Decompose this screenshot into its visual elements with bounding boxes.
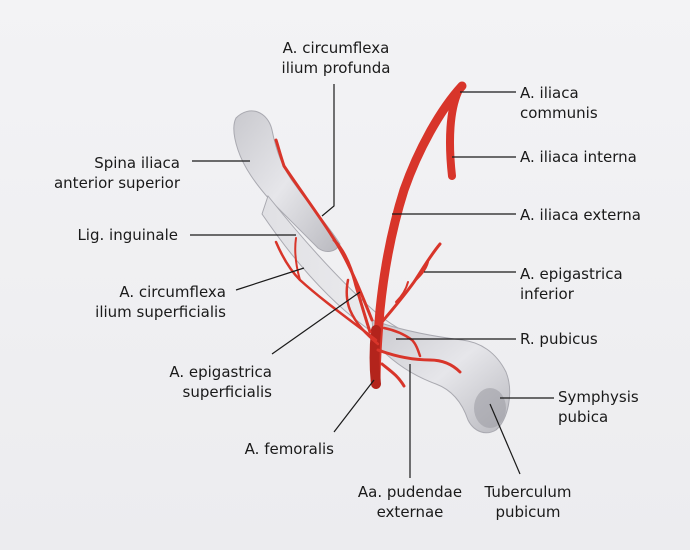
- label-aa-pudendae-externae: Aa. pudendae externae: [336, 482, 484, 522]
- label-line: Tuberculum: [484, 483, 572, 501]
- label-line: A. circumflexa: [282, 39, 390, 57]
- label-line: Symphysis: [558, 388, 639, 406]
- label-a-iliaca-interna: A. iliaca interna: [520, 147, 680, 167]
- label-line: ilium profunda: [281, 59, 391, 77]
- label-line: anterior superior: [53, 174, 180, 192]
- label-line: R. pubicus: [520, 330, 598, 348]
- label-a-iliaca-communis: A. iliaca communis: [520, 83, 660, 123]
- label-line: A. epigastrica: [520, 265, 623, 283]
- r-pubicus-shape: [382, 326, 422, 358]
- a-iliaca-interna-shape: [446, 88, 462, 180]
- label-line: A. iliaca interna: [520, 148, 637, 166]
- label-line: pubica: [558, 408, 609, 426]
- a-femoralis-shape: [369, 325, 381, 389]
- label-tuberculum-pubicum: Tuberculum pubicum: [466, 482, 590, 522]
- label-spina-iliaca-anterior-superior: Spina iliaca anterior superior: [20, 153, 180, 193]
- label-line: externae: [376, 503, 444, 521]
- leader-circumflexa-profunda: [321, 84, 335, 217]
- aa-pudendae-externae-shape: [376, 348, 462, 374]
- label-a-epigastrica-superficialis: A. epigastrica superficialis: [130, 362, 272, 402]
- label-line: A. epigastrica: [169, 363, 272, 381]
- label-a-circumflexa-ilium-profunda: A. circumflexa ilium profunda: [258, 38, 414, 78]
- leader-femoralis: [333, 379, 375, 433]
- leader-lines: [190, 84, 554, 478]
- label-line: ilium superficialis: [95, 303, 226, 321]
- label-a-iliaca-externa: A. iliaca externa: [520, 205, 680, 225]
- label-line: Spina iliaca: [94, 154, 180, 172]
- label-a-femoralis: A. femoralis: [200, 439, 334, 459]
- label-lig-inguinale: Lig. inguinale: [20, 225, 178, 245]
- label-line: inferior: [520, 285, 574, 303]
- label-line: communis: [520, 104, 598, 122]
- label-line: A. femoralis: [244, 440, 334, 458]
- symphysis-shape: [474, 388, 506, 428]
- a-epigastrica-superficialis-shape: [345, 278, 380, 346]
- label-line: A. iliaca externa: [520, 206, 641, 224]
- label-line: A. iliaca: [520, 84, 579, 102]
- leader-circumflexa-superficialis: [235, 267, 305, 291]
- label-line: Aa. pudendae: [357, 483, 463, 501]
- label-line: pubicum: [495, 503, 561, 521]
- artery-group: [274, 81, 467, 389]
- label-line: superficialis: [182, 383, 272, 401]
- spina-iliaca-shape: [233, 110, 341, 252]
- label-symphysis-pubica: Symphysis pubica: [558, 387, 678, 427]
- label-line: Lig. inguinale: [77, 226, 178, 244]
- label-r-pubicus: R. pubicus: [520, 329, 660, 349]
- label-a-circumflexa-ilium-superficialis: A. circumflexa ilium superficialis: [60, 282, 226, 322]
- label-line: A. circumflexa: [119, 283, 226, 301]
- leader-epigastrica-superficialis: [271, 291, 361, 355]
- leader-tuberculum: [489, 403, 521, 475]
- label-a-epigastrica-inferior: A. epigastrica inferior: [520, 264, 670, 304]
